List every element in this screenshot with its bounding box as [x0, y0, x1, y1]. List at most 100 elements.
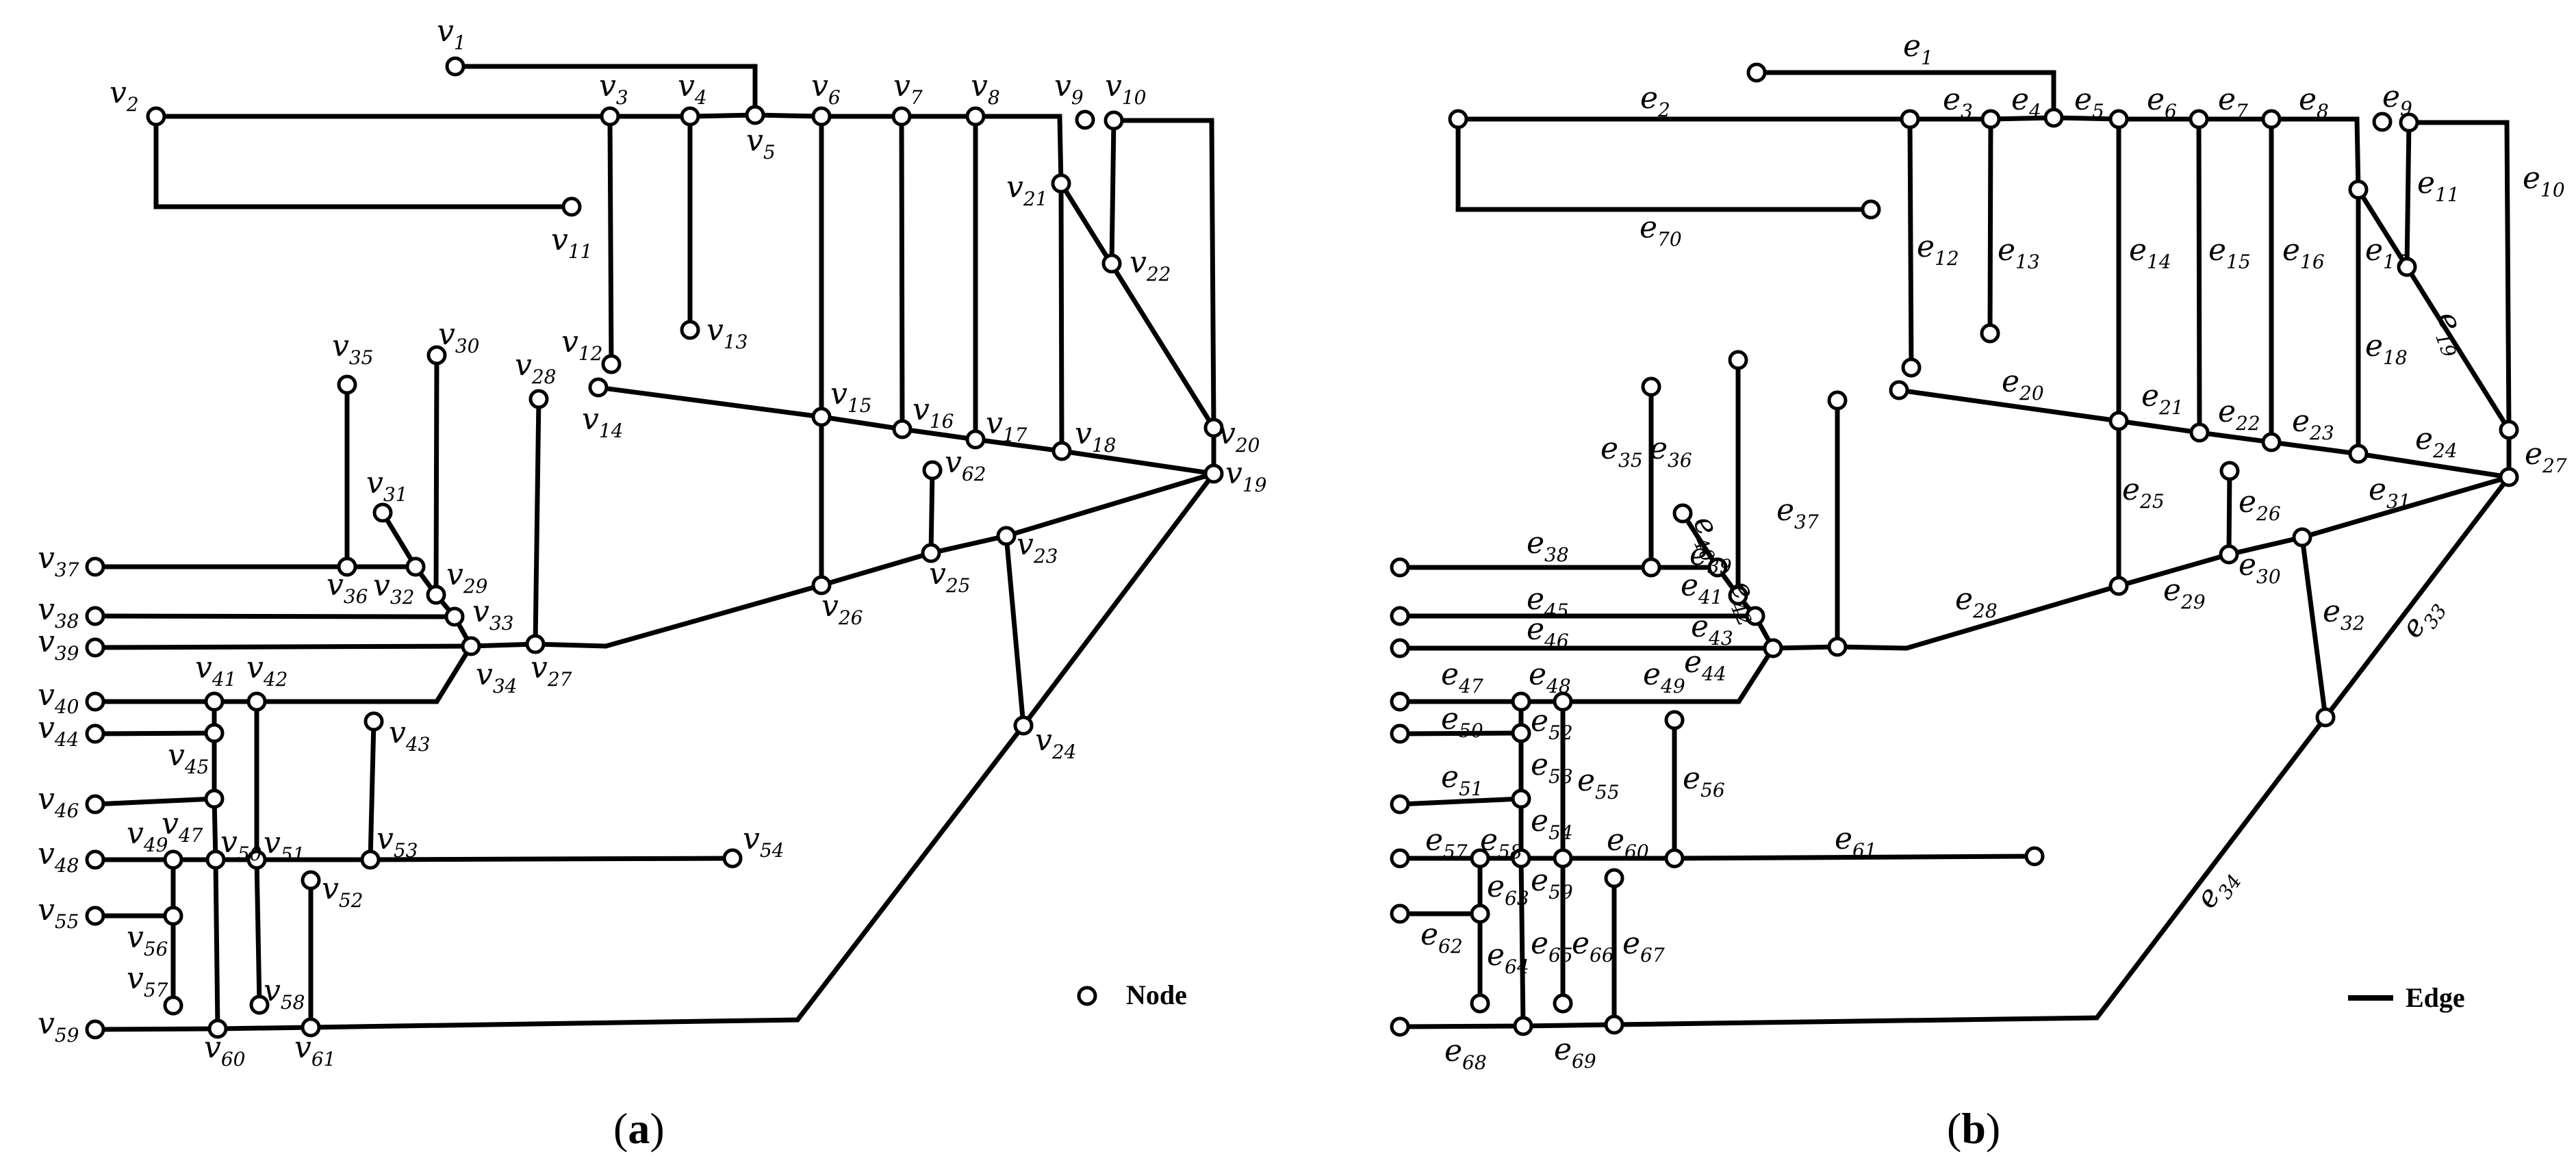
edge-b-10	[2356, 188, 2512, 477]
edge-a-13	[598, 385, 1214, 476]
edge-label-e5: e5	[2074, 82, 2104, 123]
node-label-v16: v16	[913, 392, 954, 433]
edge-label-e39: e39	[1689, 537, 1732, 578]
node-b-n50	[1511, 848, 1531, 869]
node-label-v38: v38	[38, 592, 79, 632]
edge-label-e16: e16	[2282, 233, 2325, 273]
node-b-n40	[1390, 691, 1410, 712]
node-b-n41	[1511, 691, 1531, 712]
node-v40	[85, 691, 105, 712]
node-b-n61	[1604, 1014, 1624, 1035]
node-v20	[1203, 418, 1224, 438]
caption-b-letter: b	[1961, 1104, 1986, 1153]
node-b-n25	[2219, 544, 2239, 565]
edge-label-e58: e58	[1480, 823, 1522, 863]
node-b-n11	[1861, 199, 1881, 220]
node-b-n49	[1470, 848, 1490, 869]
node-label-v47: v47	[162, 806, 203, 847]
edge-label-e69: e69	[1554, 1032, 1596, 1073]
edge-label-e56: e56	[1683, 761, 1725, 801]
node-b-n26	[2108, 576, 2129, 596]
edge-label-e48: e48	[1529, 657, 1571, 697]
node-v34	[461, 636, 481, 656]
node-b-n52	[1604, 868, 1624, 888]
node-v50	[205, 849, 226, 870]
edge-label-e28: e28	[1955, 582, 1998, 622]
node-v22	[1101, 253, 1122, 274]
edge-label-e35: e35	[1601, 431, 1643, 472]
node-v62	[922, 460, 943, 480]
edge-label-e43: e43	[1691, 609, 1733, 650]
edge-label-e26: e26	[2239, 485, 2281, 525]
node-v32	[405, 556, 426, 577]
edge-b-3	[1455, 119, 1871, 212]
edge-label-e59: e59	[1531, 863, 1573, 903]
node-v1	[445, 56, 466, 77]
node-label-v49: v49	[127, 816, 168, 856]
node-b-n37	[1390, 557, 1410, 578]
node-b-n22	[2397, 257, 2417, 277]
node-v56	[163, 906, 183, 926]
node-v36	[337, 556, 357, 577]
node-b-n27	[1827, 637, 1848, 657]
node-v37	[85, 556, 105, 577]
node-label-v14: v14	[582, 402, 624, 442]
edge-label-e20: e20	[2002, 364, 2044, 405]
edge-a-3	[153, 116, 572, 209]
edge-label-e15: e15	[2208, 233, 2251, 273]
node-label-v35: v35	[332, 329, 374, 369]
node-b-n15	[2108, 411, 2129, 431]
node-label-v30: v30	[438, 317, 480, 357]
node-v28	[528, 389, 549, 409]
node-b-n56	[1470, 903, 1490, 924]
node-v18	[1051, 441, 1072, 461]
node-b-n46	[1390, 794, 1410, 815]
node-v31	[372, 502, 393, 523]
node-b-n18	[2348, 444, 2369, 464]
node-v48	[85, 849, 105, 870]
edge-label-e21: e21	[2141, 379, 2184, 419]
edge-b-29	[1399, 796, 1522, 807]
node-label-v4: v4	[678, 68, 707, 109]
edge-a-24	[94, 643, 472, 650]
node-v42	[246, 691, 267, 712]
node-b-n24	[2315, 707, 2336, 728]
edge-a-12	[1114, 118, 1216, 428]
node-b-n44	[1390, 723, 1410, 744]
edge-b-30	[1400, 854, 2035, 861]
node-label-v29: v29	[446, 557, 488, 598]
node-b-n62	[2219, 461, 2240, 481]
node-v10	[1104, 110, 1124, 131]
node-label-v52: v52	[322, 871, 364, 912]
node-v38	[85, 606, 105, 626]
node-v21	[1051, 173, 1071, 194]
node-v54	[722, 848, 743, 869]
node-v2	[146, 106, 166, 127]
edge-b-17	[2226, 470, 2232, 555]
node-v58	[249, 995, 270, 1015]
panel-b-nodes	[1390, 62, 2519, 1037]
node-label-v34: v34	[476, 657, 518, 697]
node-label-v25: v25	[929, 556, 971, 597]
node-label-v26: v26	[821, 589, 863, 629]
node-v25	[921, 543, 941, 563]
node-v33	[444, 606, 465, 627]
node-label-v27: v27	[531, 650, 572, 691]
node-b-n2	[1448, 109, 1468, 129]
panel-a-nodes	[85, 56, 1224, 1040]
node-v61	[301, 1017, 321, 1038]
node-v49	[163, 849, 183, 870]
node-label-v31: v31	[366, 465, 408, 506]
caption-a-letter: a	[628, 1104, 650, 1153]
node-label-v36: v36	[327, 567, 368, 608]
edge-label-e29: e29	[2163, 573, 2206, 613]
edge-label-e25: e25	[2122, 472, 2165, 513]
edge-b-15	[1399, 475, 2511, 1029]
node-v41	[204, 691, 225, 712]
edge-label-e36: e36	[1650, 431, 1692, 472]
node-b-n53	[1664, 848, 1685, 869]
node-v11	[561, 196, 582, 217]
edge-label-e22: e22	[2218, 394, 2260, 435]
node-v9	[1075, 110, 1095, 130]
edge-label-e51: e51	[1441, 760, 1483, 800]
